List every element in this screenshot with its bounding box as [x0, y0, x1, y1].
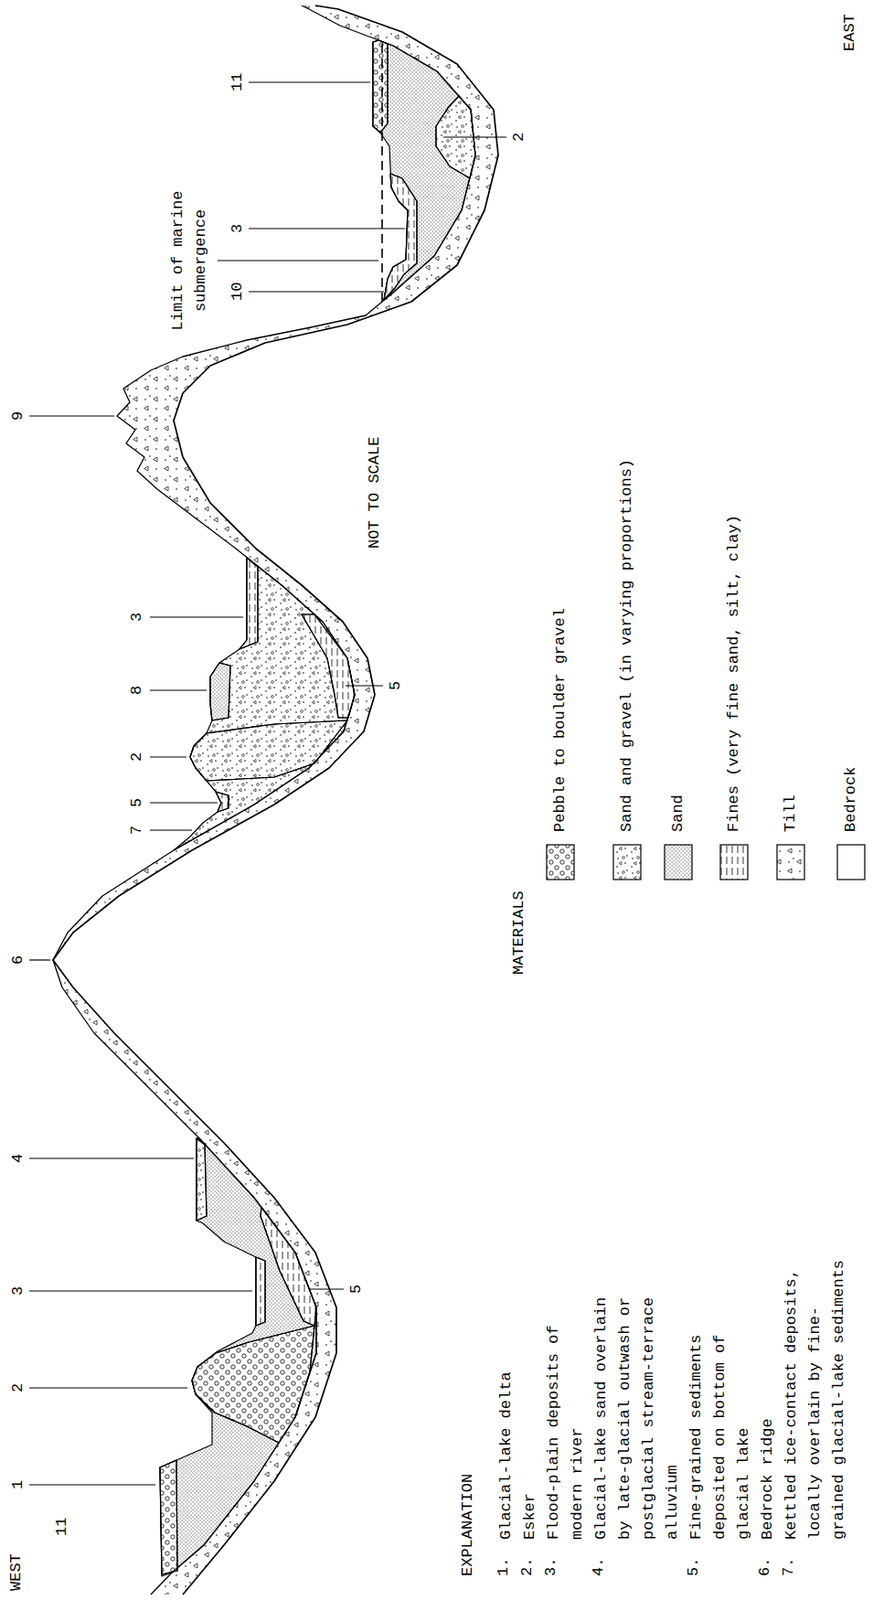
callout-number: 11 — [228, 73, 247, 92]
middle-valley-fill — [173, 557, 355, 851]
explanation-number: 3. — [542, 1557, 561, 1576]
callout-number: 9 — [9, 411, 28, 421]
legend-text: Bedrock — [841, 766, 861, 832]
west-valley-fill — [159, 1138, 317, 1576]
bedrock-swatch — [837, 844, 865, 880]
explanation-text: Bedrock ridge — [755, 1288, 780, 1540]
surface-lines — [53, 5, 499, 1595]
bedrock-surface — [53, 5, 499, 1595]
explanation-text: Glacial-lake delta — [494, 1288, 519, 1540]
callout-number: 4 — [9, 1153, 28, 1163]
callout-number: 2 — [127, 752, 147, 762]
leader-lines — [29, 82, 507, 1485]
callout-number: 10 — [228, 282, 247, 301]
legend-text: Pebble to boulder gravel — [551, 607, 570, 832]
callout-number: 5 — [386, 681, 405, 691]
callout-number: 2 — [9, 1383, 28, 1393]
material-swatches — [546, 844, 865, 880]
fines-swatch — [720, 844, 748, 880]
explanation-number: 7. — [779, 1557, 799, 1576]
marine-limit-line — [381, 42, 384, 302]
explanation-number: 2. — [518, 1557, 537, 1576]
callout-number: 3 — [127, 612, 147, 622]
callout-number: 3 — [9, 1286, 28, 1296]
explanation-number: 6. — [755, 1557, 775, 1576]
pebble-swatch — [546, 844, 575, 880]
sand-swatch — [664, 844, 693, 880]
callout-number: 1 — [9, 1479, 28, 1490]
callout-number: 2 — [510, 132, 529, 142]
till-swatch — [777, 844, 805, 880]
callout-number: 6 — [9, 955, 28, 965]
direction-label: WEST — [7, 1553, 26, 1591]
sand-gravel-swatch — [613, 844, 641, 880]
materials-heading: MATERIALS — [510, 890, 529, 975]
till-layer — [53, 5, 499, 1595]
explanation-heading: EXPLANATION — [458, 1473, 478, 1576]
scale-note: NOT TO SCALE — [365, 436, 384, 549]
legend-text: Fines (very fine sand, silt, clay) — [724, 514, 744, 832]
callout-number: 5 — [347, 1284, 366, 1294]
direction-label: EAST — [841, 13, 860, 52]
legend-text: Sand — [669, 794, 688, 832]
explanation-text: Flood-plain deposits of modern river — [542, 1288, 590, 1540]
till-surface — [53, 5, 476, 1595]
explanation-number: 1. — [494, 1557, 513, 1576]
explanation-text: Kettled ice-contact deposits, locally ov… — [779, 1254, 852, 1540]
explanation-text: Fine-grained sediments deposited on bott… — [684, 1288, 756, 1540]
callout-number: 3 — [228, 223, 247, 234]
legend-text: Till — [781, 794, 800, 832]
legend-text: Sand and gravel (in varying proportions) — [617, 458, 637, 832]
limit-note: Limit of marine submergence — [166, 182, 213, 339]
explanation-number: 5. — [684, 1557, 703, 1576]
explanation-number: 4. — [589, 1557, 608, 1576]
page-number: 11 — [53, 1517, 72, 1536]
explanation-text: Glacial-lake sand overlain by late-glaci… — [589, 1288, 685, 1540]
callout-number: 7 — [127, 825, 147, 835]
explanation-text: Esker — [518, 1288, 543, 1540]
callout-number: 5 — [127, 798, 147, 808]
callout-number: 8 — [127, 685, 147, 695]
